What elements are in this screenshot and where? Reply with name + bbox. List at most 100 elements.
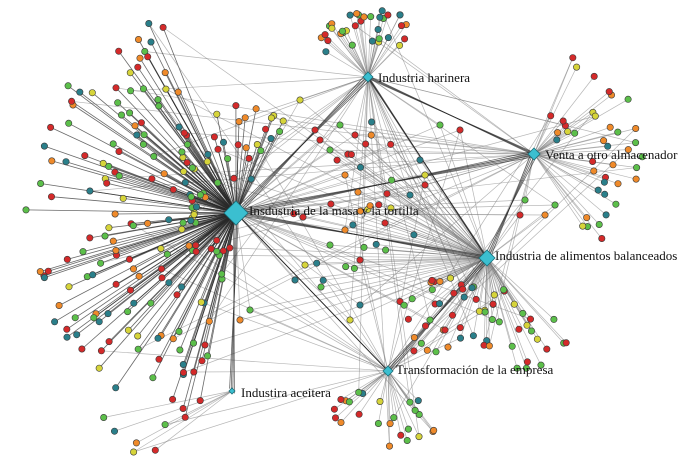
edge-masa <box>68 212 237 288</box>
leaf-node <box>488 315 496 323</box>
leaf-node <box>44 267 52 275</box>
leaf-node <box>414 397 422 405</box>
edge-harinera <box>367 14 401 78</box>
hub-label-masa: Insdustria de la masa y la tortilla <box>249 203 419 218</box>
leaf-node <box>375 35 383 43</box>
leaf-node <box>140 85 148 93</box>
leaf-node <box>104 310 112 318</box>
leaf-node <box>301 261 309 269</box>
leaf-node <box>456 334 464 342</box>
leaf-node <box>165 216 173 224</box>
edge-shared <box>235 204 556 214</box>
edge-shared <box>367 76 556 206</box>
leaf-node <box>347 151 355 159</box>
leaf-node <box>145 19 153 27</box>
leaf-node <box>226 244 234 252</box>
edge-transformacion <box>387 370 402 436</box>
edge-masa <box>106 182 237 214</box>
leaf-node <box>333 156 341 164</box>
leaf-node <box>579 222 587 230</box>
edge-shared <box>235 134 356 214</box>
leaf-node <box>187 193 195 201</box>
leaf-node <box>428 286 436 294</box>
leaf-node <box>296 96 304 104</box>
leaf-node <box>481 308 489 316</box>
leaf-node <box>430 426 438 434</box>
leaf-node <box>614 128 622 136</box>
leaf-node <box>633 164 641 172</box>
leaf-node <box>232 102 240 110</box>
leaf-node <box>500 286 508 294</box>
edge-shared <box>354 134 535 155</box>
hub-node-transformacion <box>382 365 394 377</box>
leaf-node <box>180 129 188 137</box>
edge-almacenador <box>533 153 605 183</box>
hub-node-almacenador <box>527 147 541 161</box>
leaf-node <box>47 123 55 131</box>
edge-harinera <box>367 10 383 78</box>
leaf-node <box>178 283 186 291</box>
edge-cross <box>71 100 535 155</box>
edge-balanceados <box>323 257 488 281</box>
leaf-node <box>71 314 79 322</box>
leaf-node <box>353 10 361 18</box>
leaf-node <box>181 413 189 421</box>
leaf-node <box>559 117 567 125</box>
edge-cross <box>144 51 369 78</box>
edge-masa <box>25 209 237 214</box>
leaf-node <box>606 123 614 131</box>
leaf-node <box>100 413 108 421</box>
leaf-node-layer <box>22 7 646 456</box>
edge-balanceados <box>486 257 490 346</box>
edge-shared <box>319 139 488 259</box>
leaf-node <box>571 129 579 137</box>
edge-shared <box>486 214 546 259</box>
leaf-node <box>351 22 359 30</box>
leaf-node <box>40 142 48 150</box>
leaf-node <box>346 11 354 19</box>
edge-balanceados <box>320 257 488 288</box>
edge-aceitera <box>164 390 233 425</box>
edge-cross <box>148 23 389 372</box>
leaf-node <box>193 203 201 211</box>
leaf-node <box>198 357 206 365</box>
edge-shared <box>329 149 488 259</box>
edge-cross <box>219 254 488 259</box>
leaf-node <box>78 345 86 353</box>
leaf-node <box>510 300 518 308</box>
edge-almacenador <box>533 66 577 155</box>
edge-cross <box>387 310 485 372</box>
edge-almacenador <box>533 131 618 155</box>
leaf-node <box>64 82 72 90</box>
leaf-node <box>313 259 321 267</box>
edge-cross <box>191 76 369 208</box>
edge-masa <box>129 72 237 214</box>
leaf-node <box>416 156 424 164</box>
edge-harinera <box>367 24 407 78</box>
edge-masa <box>136 134 237 214</box>
leaf-node <box>388 176 396 184</box>
edge-almacenador <box>533 98 629 155</box>
edge-balanceados <box>484 257 488 313</box>
leaf-node <box>374 419 382 427</box>
edge-balanceados <box>486 257 531 320</box>
edge-cross <box>260 150 389 372</box>
leaf-node <box>435 300 443 308</box>
leaf-node <box>205 317 213 325</box>
leaf-node <box>508 342 516 350</box>
edge-hub-link <box>238 151 532 216</box>
edge-almacenador <box>533 94 612 155</box>
leaf-node <box>533 335 541 343</box>
leaf-node <box>341 226 349 234</box>
leaf-node <box>573 63 581 71</box>
leaf-node <box>523 321 531 329</box>
leaf-node <box>174 88 182 96</box>
leaf-node <box>543 345 551 353</box>
edge-harinera <box>331 28 369 78</box>
leaf-node <box>367 131 375 139</box>
leaf-node <box>322 48 330 56</box>
leaf-node <box>624 146 632 154</box>
edge-shared <box>235 212 351 321</box>
leaf-node <box>68 97 76 105</box>
leaf-node <box>188 164 196 172</box>
